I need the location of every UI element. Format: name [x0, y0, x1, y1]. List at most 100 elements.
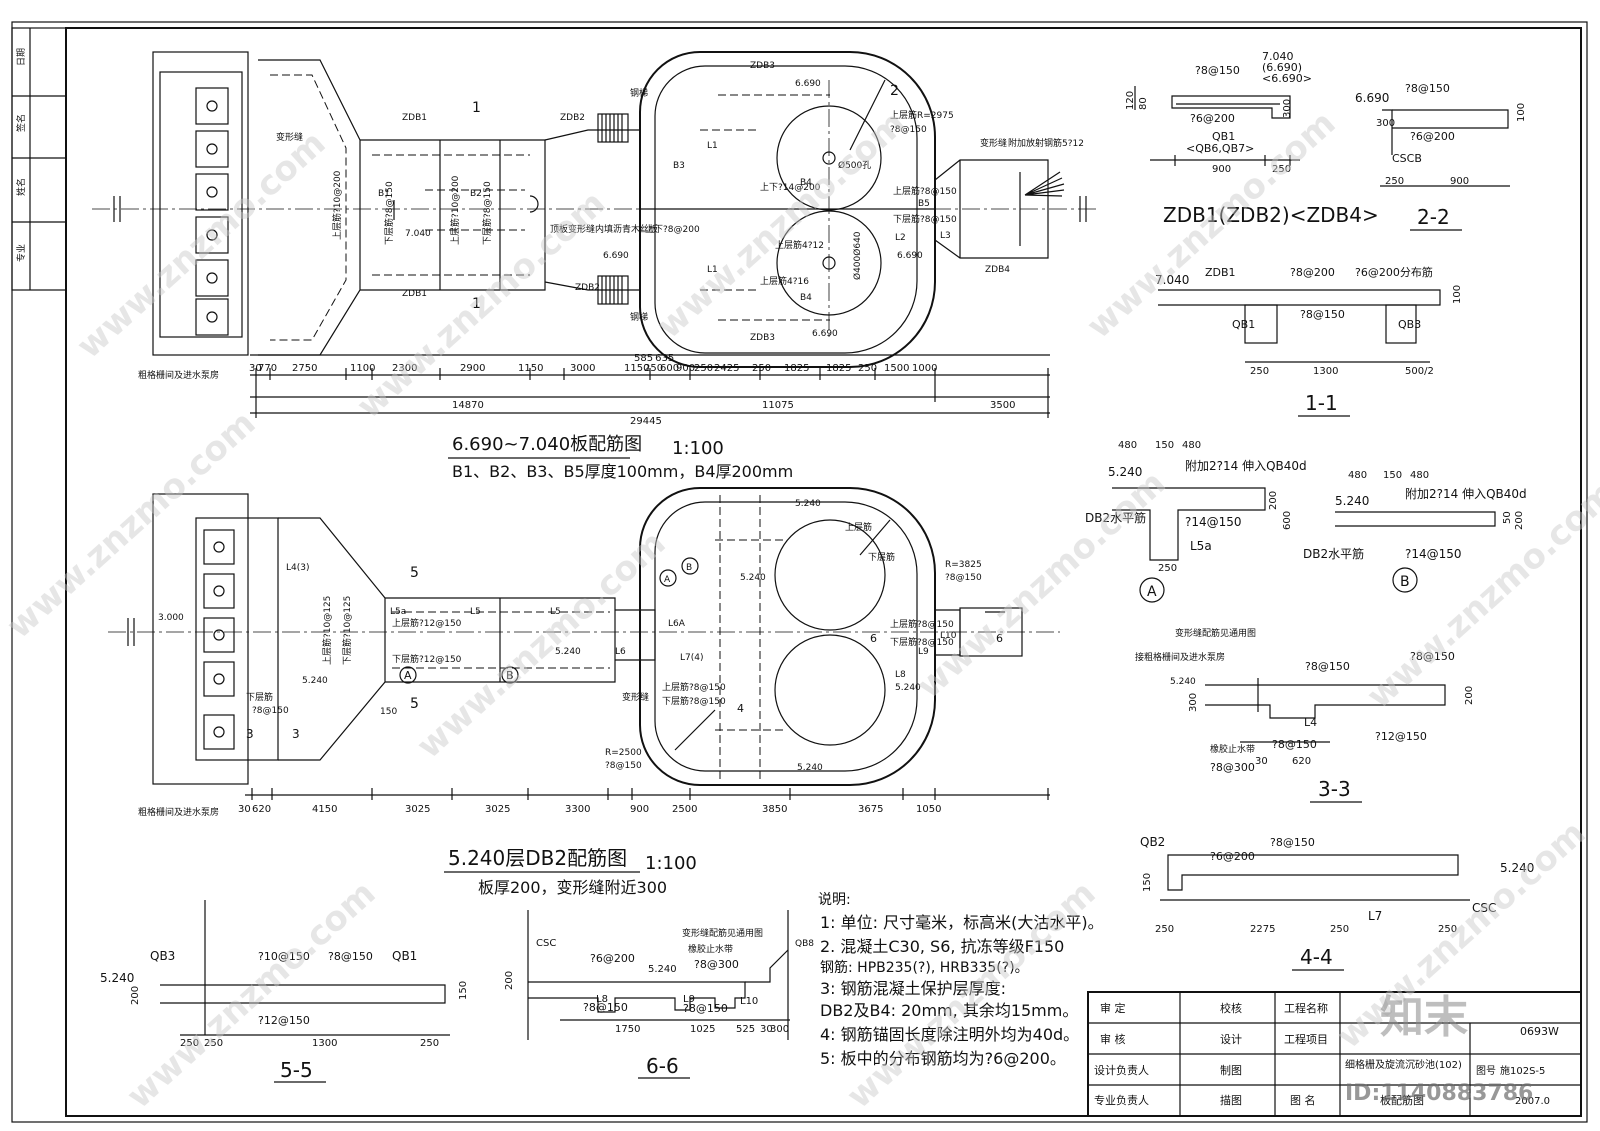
plan2-l10: L10 [940, 631, 957, 641]
sec11-dim-250: 250 [1250, 366, 1269, 377]
plan1-labels: ZDB1 ZDB1 ZDB2 ZDB2 ZDB3 ZDB3 ZDB4 1 1 2… [138, 61, 1084, 381]
plan2-top-label: 上层筋 [845, 521, 872, 533]
plan1-dim-3: 1100 [350, 363, 375, 374]
plan1-dim-total: 29445 [630, 416, 662, 427]
sec55-top-bar-10: ?10@150 [258, 950, 310, 963]
sec55-elev: 5.240 [100, 971, 134, 985]
plan1-bot-8-150: 下层筋?8@150 [893, 213, 957, 225]
plan2-bot-label: 下层筋 [868, 551, 895, 563]
sec33-bot-bar: ?8@150 [1272, 738, 1317, 751]
plan1-scale: 1:100 [672, 438, 724, 459]
plan2-elev-5240-d: 5.240 [740, 573, 766, 583]
sec44-dim-250-b: 250 [1330, 924, 1349, 935]
plan1-zdb4: ZDB4 [985, 265, 1010, 275]
plan2-l5a: L5a [390, 607, 406, 617]
plan2-bot-bar-value: ?8@150 [252, 706, 289, 716]
sec66-dim-200: 200 [504, 971, 515, 990]
sec55-dim-250-a: 250 [180, 1038, 199, 1049]
plan1-bot-bar-2: 下层筋?8@150 [481, 181, 493, 245]
notes-line-5: DB2及B4: 20mm, 其余均15mm。 [820, 1001, 1078, 1020]
plan1-dim-6: 1150 [518, 363, 543, 374]
sec44-csc: CSC [1472, 901, 1496, 915]
plan2-l5-b: L5 [470, 607, 481, 617]
plan2-dim-150: 150 [380, 707, 397, 717]
sec33-title: 3-3 [1318, 777, 1351, 801]
seca-title: A [1147, 584, 1157, 600]
sec66-joint-ref: 变形缝配筋见通用图 [682, 927, 763, 939]
plan1-elev-6690-a: 6.690 [603, 251, 629, 261]
tb-sheji-fz: 设计负责人 [1094, 1063, 1149, 1077]
plan1-top-bar-2: 上层筋?10@200 [449, 175, 461, 245]
sec33-dim-30: 30 [1255, 756, 1268, 767]
plan1-title: 6.690~7.040板配筋图 [452, 434, 642, 455]
plan2-l7-4: L7(4) [680, 653, 704, 663]
plan1-l3: L3 [940, 231, 951, 241]
sec55-dim-250-c: 250 [420, 1038, 439, 1049]
plan1-dim-12: 250 [694, 363, 713, 374]
tb-drawing-name: 板配筋图 [1380, 1093, 1424, 1107]
sec11-zdb1: ZDB1 [1205, 266, 1236, 279]
tb-tuhao: 施102S-5 [1500, 1064, 1545, 1077]
plan1-dim-10: 600 [660, 363, 679, 374]
sec33-bar-12: ?12@150 [1375, 730, 1427, 743]
seca-dim-250: 250 [1158, 563, 1177, 574]
plan2-callout-a: A [404, 669, 412, 682]
plan2-bot-bar-label: 下层筋 [246, 691, 273, 703]
sec44-dim-150: 150 [1142, 873, 1153, 892]
sec33-top-bar-b: ?8@150 [1410, 650, 1455, 663]
sec66-csc: CSC [536, 938, 556, 949]
plan2-elev-5240-f: 5.240 [797, 763, 823, 773]
plan2-section6-b: 6 [996, 632, 1003, 645]
tb-project: 细格栅及旋流沉砂池(102) [1345, 1058, 1462, 1071]
plan1-elev-6690-c: 6.690 [897, 251, 923, 261]
zdb-dim-900: 900 [1212, 164, 1231, 175]
sec66-dim-525: 525 [736, 1024, 755, 1035]
sec44-elev: 5.240 [1500, 861, 1534, 875]
notes-line-1: 1: 单位: 尺寸毫米，标高米(大沽水平)。 [820, 913, 1104, 932]
sec22-dim-100: 100 [1516, 103, 1527, 122]
plan2-section6-a: 6 [870, 632, 877, 645]
plan2-pump-room: 粗格栅间及进水泵房 [138, 806, 219, 818]
zdb-qb1: QB1 [1212, 130, 1235, 143]
sec11-top-bar: ?8@200 [1290, 266, 1335, 279]
sec11-qb1: QB1 [1232, 318, 1255, 331]
plan2-elev-5240-c: 5.240 [795, 499, 821, 509]
plan2-dim-7: 2500 [672, 804, 697, 815]
sec66-qb8: QB8 [795, 939, 814, 949]
plan1-b3: B3 [673, 161, 685, 171]
sec11-bot-bar: ?8@150 [1300, 308, 1345, 321]
plan2-l4-3: L4(3) [286, 563, 310, 573]
sec33-elev: 5.240 [1170, 677, 1196, 687]
sec44-dim-250-a: 250 [1155, 924, 1174, 935]
sec33-dim-300: 300 [1188, 693, 1199, 712]
sec55-dim-150: 150 [458, 981, 469, 1000]
tb-miaotu: 描图 [1220, 1093, 1242, 1107]
sec66-dist-bar: ?6@200 [590, 952, 635, 965]
sec33-dim-200: 200 [1464, 686, 1475, 705]
sec66-l10: L10 [740, 996, 758, 1007]
side-label-date: 日期 [16, 48, 27, 66]
plan1-dim-17: 250 [858, 363, 877, 374]
sec22-top-bar: ?8@150 [1405, 82, 1450, 95]
plan1-section1-top: 1 [472, 100, 481, 116]
plan2-top-8-150-b: 上层筋?8@150 [662, 681, 726, 693]
plan1-expansion-joint-2: 变形缝 [980, 137, 1007, 149]
plan2-dim-1: 620 [252, 804, 271, 815]
plan1-dim-11: 900 [676, 363, 695, 374]
seca-l5a: L5a [1190, 539, 1212, 553]
zdb-dim-120: 120 [1125, 91, 1136, 110]
plan2-elev-3000: 3.000 [158, 613, 184, 623]
sec22-dim-250: 250 [1385, 176, 1404, 187]
plan1-b1: B1 [378, 189, 390, 199]
plan1-elev-6690-d: 6.690 [812, 329, 838, 339]
outer-frame [11, 21, 1588, 1123]
sec44-title: 4-4 [1300, 945, 1333, 969]
zdb-dim-80: 80 [1138, 97, 1149, 110]
plan1-dim-4: 2300 [392, 363, 417, 374]
sec66-dim-300: 300 [770, 1024, 789, 1035]
plan2-dim-6: 900 [630, 804, 649, 815]
plan2-l9: L9 [918, 647, 929, 657]
section-4-4: QB2 ?6@200 ?8@150 5.240 150 CSC L7 250 2… [1140, 835, 1534, 971]
